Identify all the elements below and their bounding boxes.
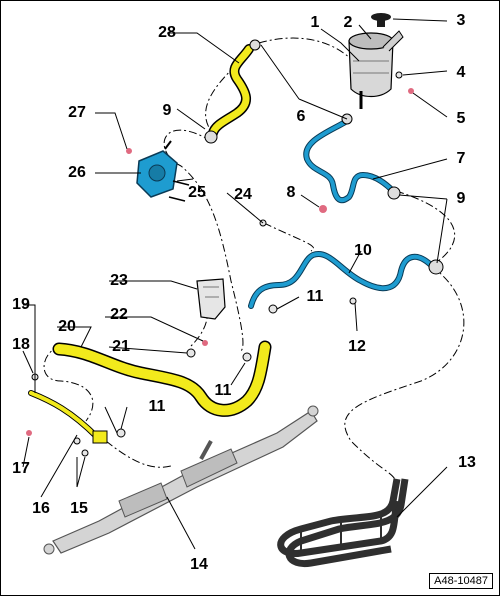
routing-line — [395, 190, 456, 267]
callout-11: 11 — [306, 288, 324, 305]
callout-6: 6 — [296, 108, 306, 125]
hose-clamp — [249, 39, 261, 51]
callout-26: 26 — [68, 164, 86, 181]
callout-25: 25 — [188, 184, 206, 201]
callout-11: 11 — [148, 398, 166, 415]
callout-21: 21 — [112, 338, 130, 355]
power-steering-pump — [136, 140, 178, 198]
callout-12: 12 — [348, 338, 366, 355]
routing-line — [344, 265, 465, 482]
callout-9: 9 — [162, 102, 172, 119]
callout-23: 23 — [110, 272, 128, 289]
callout-22: 22 — [110, 306, 128, 323]
suction-hose-28 — [208, 44, 254, 138]
pressure-line-10 — [248, 251, 436, 309]
callout-27: 27 — [68, 104, 86, 121]
callout-1: 1 — [310, 14, 320, 31]
figure-id-label: A48-10487 — [429, 573, 493, 589]
callout-13: 13 — [458, 454, 476, 471]
routing-line — [163, 129, 244, 352]
callout-15: 15 — [70, 500, 88, 517]
callout-24: 24 — [234, 186, 252, 203]
expansion-hose-20 — [52, 340, 272, 417]
reservoir — [348, 30, 404, 109]
steering-gear — [43, 405, 319, 555]
routing-lines — [43, 37, 465, 482]
callout-18: 18 — [12, 336, 30, 353]
callout-28: 28 — [158, 24, 176, 41]
callout-20: 20 — [58, 318, 76, 335]
callout-14: 14 — [190, 556, 208, 573]
callout-8: 8 — [286, 184, 296, 201]
reservoir-cap — [371, 13, 391, 27]
hose-clamp-9 — [387, 186, 401, 200]
return-line-7 — [303, 118, 396, 204]
seal-rings — [26, 88, 414, 436]
hose-clamp-9 — [428, 259, 444, 275]
line-16 — [28, 390, 108, 444]
callout-3: 3 — [456, 12, 466, 29]
callout-19: 19 — [12, 296, 30, 313]
callout-2: 2 — [343, 14, 353, 31]
routing-line — [263, 222, 314, 252]
callout-7: 7 — [456, 150, 466, 167]
callout-10: 10 — [354, 242, 372, 259]
callout-11: 11 — [214, 382, 232, 399]
fasteners — [31, 71, 403, 457]
routing-line — [205, 42, 260, 132]
routing-line — [105, 440, 172, 468]
leader-lines — [22, 18, 448, 550]
routing-line — [43, 345, 94, 422]
callout-9: 9 — [456, 190, 466, 207]
bracket-23 — [196, 278, 226, 320]
pump-bolts-25 — [168, 180, 190, 202]
callout-5: 5 — [456, 110, 466, 127]
callout-17: 17 — [12, 460, 30, 477]
callout-16: 16 — [32, 500, 50, 517]
fluid-cooler — [277, 478, 409, 568]
routing-line — [258, 37, 362, 72]
callout-4: 4 — [456, 64, 466, 81]
hose-clamp-9 — [204, 130, 218, 144]
